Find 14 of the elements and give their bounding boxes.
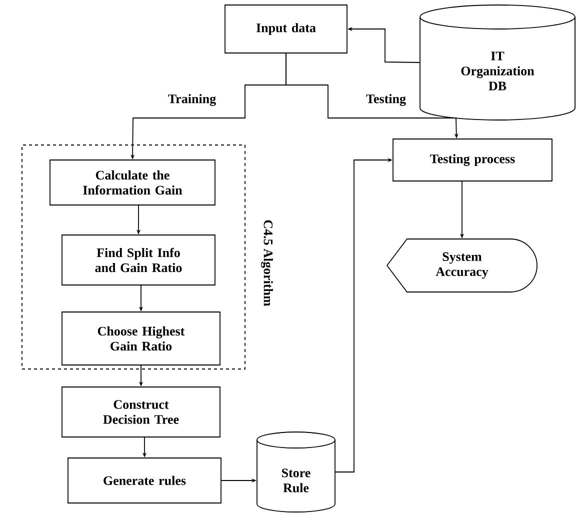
edge-label: Testing	[365, 93, 407, 107]
process-box: Choose Highest Gain Ratio	[62, 312, 220, 366]
edge-label: Training	[166, 93, 218, 107]
process-box: Input data	[224, 4, 348, 54]
node-label: Store Rule	[282, 468, 310, 492]
process-box: Find Split Info and Gain Ratio	[62, 234, 216, 286]
process-box: Testing process	[392, 138, 552, 182]
database-cylinder: IT Organization DB	[420, 4, 576, 120]
node-label: C4.5 Algorithm	[261, 220, 273, 306]
process-box: Generate rules	[68, 458, 222, 504]
node-label: IT Organization DB	[461, 52, 534, 90]
process-box: Construct Decision Tree	[62, 386, 220, 438]
database-cylinder: Store Rule	[256, 432, 336, 512]
process-box: Calculate the Information Gain	[50, 160, 216, 206]
